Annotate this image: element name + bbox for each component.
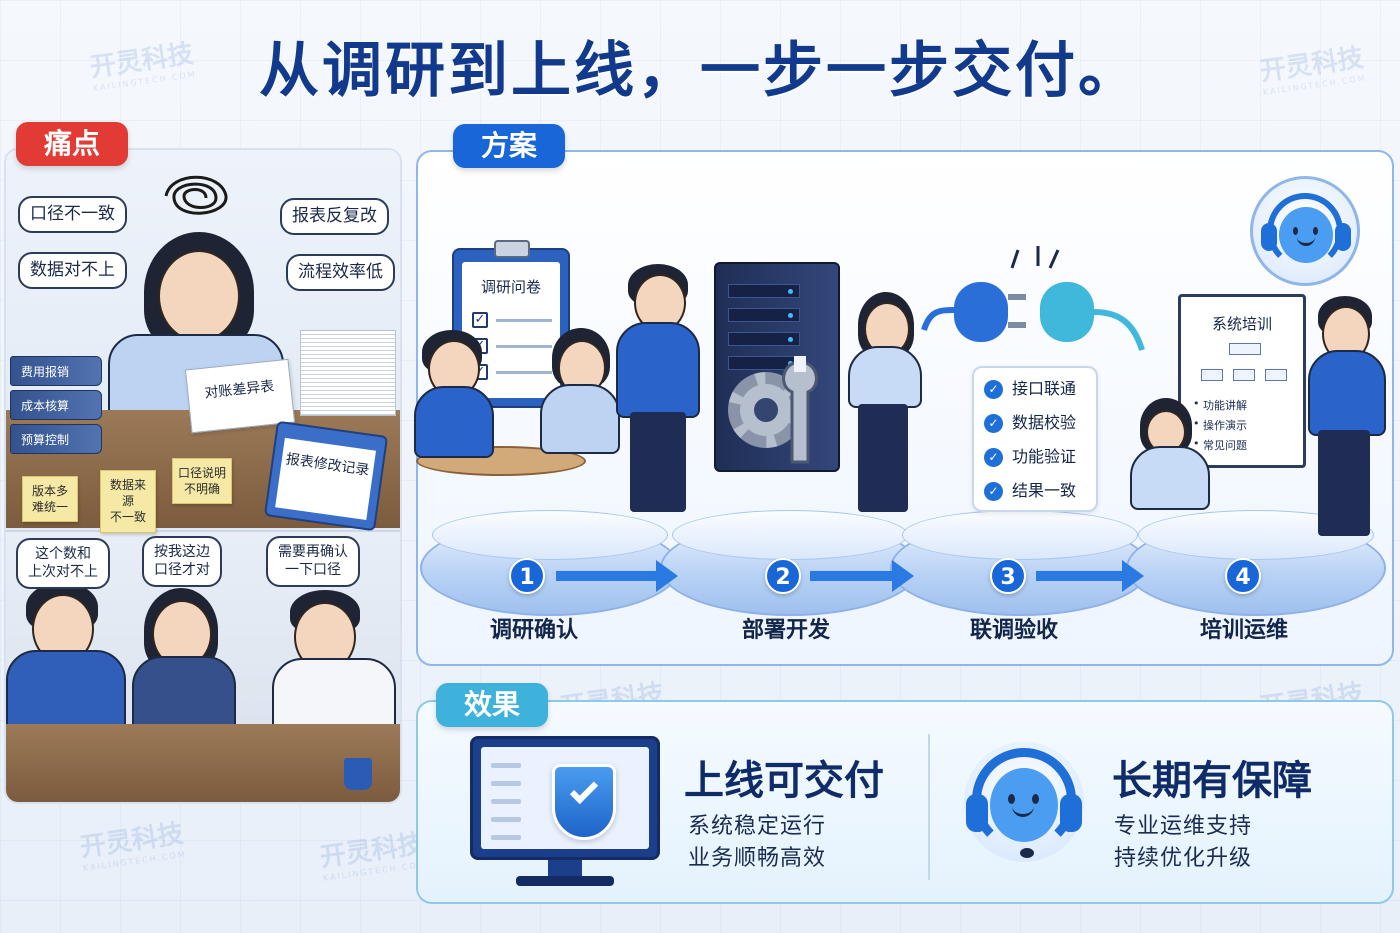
arrow-right-icon (892, 560, 914, 592)
training-item: 常见问题 (1193, 437, 1247, 453)
pain-bubble: 报表反复改 (280, 198, 389, 236)
arrow-right-icon (556, 571, 660, 581)
monitor-base (516, 876, 614, 886)
step-platform-top (902, 510, 1138, 560)
wrench-icon (782, 356, 818, 464)
pain-bubble: 数据对不上 (18, 252, 127, 290)
check-icon: ✓ (984, 448, 1003, 467)
pain-bubble: 这个数和 上次对不上 (16, 538, 110, 589)
monitor-stand (548, 860, 582, 878)
training-title: 系统培训 (1211, 315, 1272, 333)
step-label: 联调验收 (969, 618, 1058, 643)
pain-bubble: 按我这边 口径才对 (142, 536, 222, 587)
report-clipboard: 报表修改记录 (263, 420, 389, 532)
step-label: 调研确认 (489, 618, 578, 643)
pain-section-tag: 痛点 (16, 122, 129, 166)
arrow-right-icon (1122, 560, 1144, 592)
effect-left-line: 系统稳定运行 (688, 814, 827, 839)
training-item: 操作演示 (1193, 417, 1247, 433)
survey-title: 调研问卷 (480, 278, 541, 296)
effect-right-title: 长期有保障 (1112, 758, 1312, 804)
report-clipboard-label: 报表修改记录 (275, 437, 377, 521)
binder: 成本核算 (10, 390, 102, 420)
scribble-icon (164, 175, 228, 215)
training-item: 功能讲解 (1193, 397, 1247, 413)
step-label: 部署开发 (741, 618, 830, 643)
pain-bubble: 口径不一致 (18, 196, 127, 234)
step-number: 2 (765, 558, 801, 594)
checklist-item: 数据校验 (1012, 413, 1077, 432)
step-number: 3 (990, 558, 1026, 594)
arrow-right-icon (810, 571, 894, 581)
binder: 费用报销 (10, 356, 102, 386)
step-platform-top (432, 510, 668, 560)
checklist-item: 功能验证 (1012, 447, 1077, 466)
arrow-right-icon (656, 560, 678, 592)
checklist-item: 接口联通 (1012, 379, 1077, 398)
step-label: 培训运维 (1199, 618, 1288, 643)
checklist-item: 结果一致 (1012, 481, 1077, 500)
step-platform-top (672, 510, 908, 560)
sticky-note: 版本多 难统一 (22, 476, 78, 523)
headset-support-icon (1250, 176, 1360, 286)
paper-stack (300, 330, 396, 416)
acceptance-checklist: ✓ 接口联通 ✓ 数据校验 ✓ 功能验证 ✓ 结果一致 (972, 366, 1098, 512)
step-number: 4 (1225, 558, 1261, 594)
check-icon: ✓ (984, 380, 1003, 399)
effect-right-line: 专业运维支持 (1114, 814, 1253, 839)
effect-divider (928, 734, 930, 880)
coffee-mug (344, 758, 372, 790)
training-whiteboard: 系统培训 功能讲解 操作演示 常见问题 (1178, 294, 1306, 468)
effect-section-tag: 效果 (436, 683, 549, 727)
arrow-right-icon (1036, 571, 1124, 581)
check-icon: ✓ (984, 414, 1003, 433)
headset-support-icon (964, 742, 1084, 862)
pain-bubble: 需要再确认 一下口径 (266, 536, 360, 587)
effect-right-line: 持续优化升级 (1114, 846, 1253, 871)
survey-clipboard: 调研问卷 ✓ ✓ ✓ (452, 240, 570, 408)
page-title: 从调研到上线，一步一步交付。 (259, 36, 1141, 106)
step-number: 1 (509, 558, 545, 594)
sticky-note: 数据来源 不一致 (100, 470, 156, 533)
check-icon: ✓ (472, 312, 488, 328)
shield-check-icon (552, 764, 616, 840)
meeting-table (6, 724, 400, 802)
sticky-note: 口径说明 不明确 (172, 458, 232, 505)
effect-left-title: 上线可交付 (684, 758, 884, 804)
check-icon: ✓ (984, 482, 1003, 501)
plan-section-tag: 方案 (453, 124, 566, 168)
pain-bubble: 流程效率低 (286, 254, 395, 292)
binder: 预算控制 (10, 424, 102, 454)
plug-icon (921, 246, 1145, 351)
effect-left-line: 业务顺畅高效 (688, 846, 827, 871)
